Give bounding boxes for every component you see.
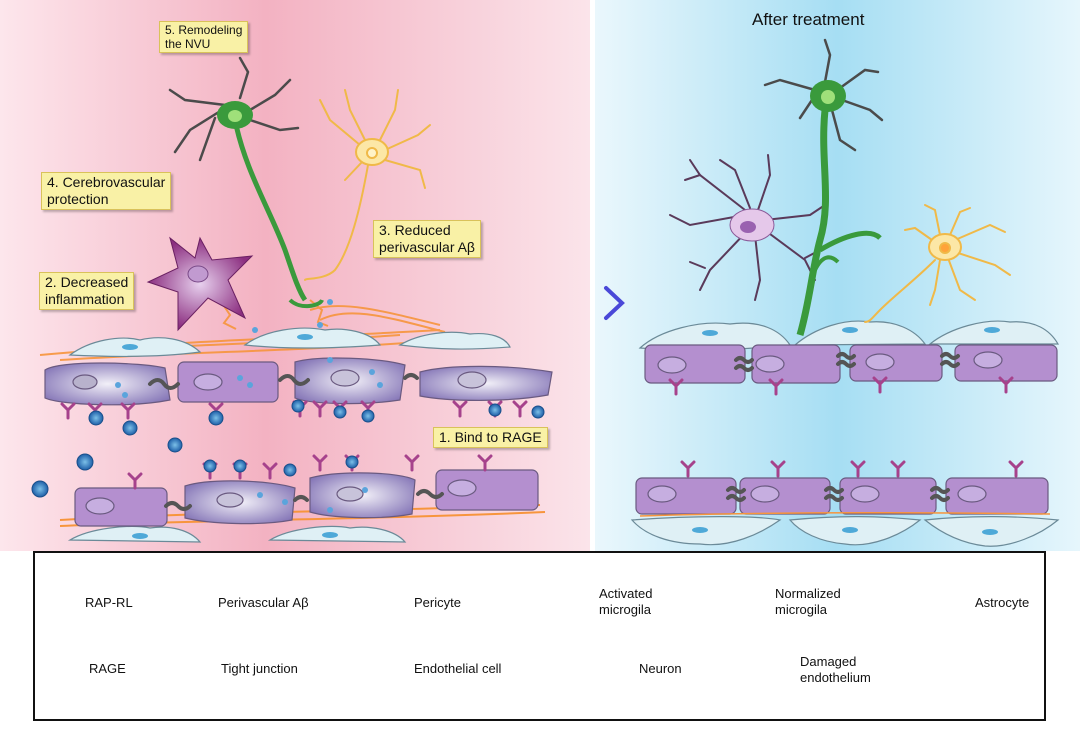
- legend-activated-microglia: Activated microgila: [599, 586, 653, 617]
- rage-receptor-icon: [668, 376, 1014, 396]
- endothelial-cell-icon: [644, 344, 1058, 384]
- normalized-microglia-icon: [669, 154, 826, 301]
- astrocyte-icon: [304, 89, 431, 281]
- legend-damaged-endothelium: Damaged endothelium: [800, 654, 871, 685]
- legend-rap-rl: RAP-RL: [85, 595, 133, 610]
- legend: RAP-RL Perivascular Aβ Pericyte Activate…: [33, 551, 1046, 721]
- pericyte-icon: [630, 516, 1060, 547]
- legend-tight-junction: Tight junction: [221, 661, 298, 676]
- legend-endothelial-cell: Endothelial cell: [414, 661, 502, 676]
- endothelial-cell-icon: [635, 477, 1049, 515]
- legend-pericyte: Pericyte: [414, 595, 461, 610]
- rap-rl-fragments: [115, 299, 383, 513]
- endothelial-cell-icon: [74, 469, 539, 527]
- step5-label: 5. Remodeling the NVU: [159, 21, 249, 53]
- treatment-arrow-icon: [506, 286, 625, 320]
- tight-junction-icon: [148, 373, 419, 390]
- step3-label: 3. Reduced perivascular Aβ: [373, 220, 481, 258]
- activated-microglia-icon: [146, 236, 254, 332]
- rage-receptor-icon: [680, 460, 1024, 478]
- step2-label: 2. Decreased inflammation: [39, 272, 135, 310]
- legend-neuron: Neuron: [639, 661, 682, 676]
- tight-junction-icon: [734, 352, 960, 372]
- legend-rage: RAGE: [89, 661, 126, 676]
- legend-astrocyte: Astrocyte: [975, 595, 1030, 610]
- legend-normalized-microglia: Normalized microgila: [775, 586, 841, 617]
- pericyte-icon: [68, 327, 511, 358]
- step4-label: 4. Cerebrovascular protection: [41, 172, 172, 210]
- astrocyte-icon: [864, 204, 1011, 323]
- rap-rl-particle-icon: [31, 399, 545, 498]
- pericyte-icon: [638, 320, 1060, 351]
- perivascular-abeta-icon: [639, 511, 1051, 517]
- tight-junction-icon: [726, 486, 950, 502]
- neuron-icon: [763, 38, 884, 336]
- tight-junction-icon: [164, 489, 444, 511]
- after-treatment-title: After treatment: [752, 10, 865, 29]
- neuron-icon: [168, 56, 324, 308]
- pericyte-icon: [67, 525, 407, 543]
- legend-perivascular-abeta: Perivascular Aβ: [218, 595, 309, 610]
- step1-label: 1. Bind to RAGE: [433, 427, 548, 448]
